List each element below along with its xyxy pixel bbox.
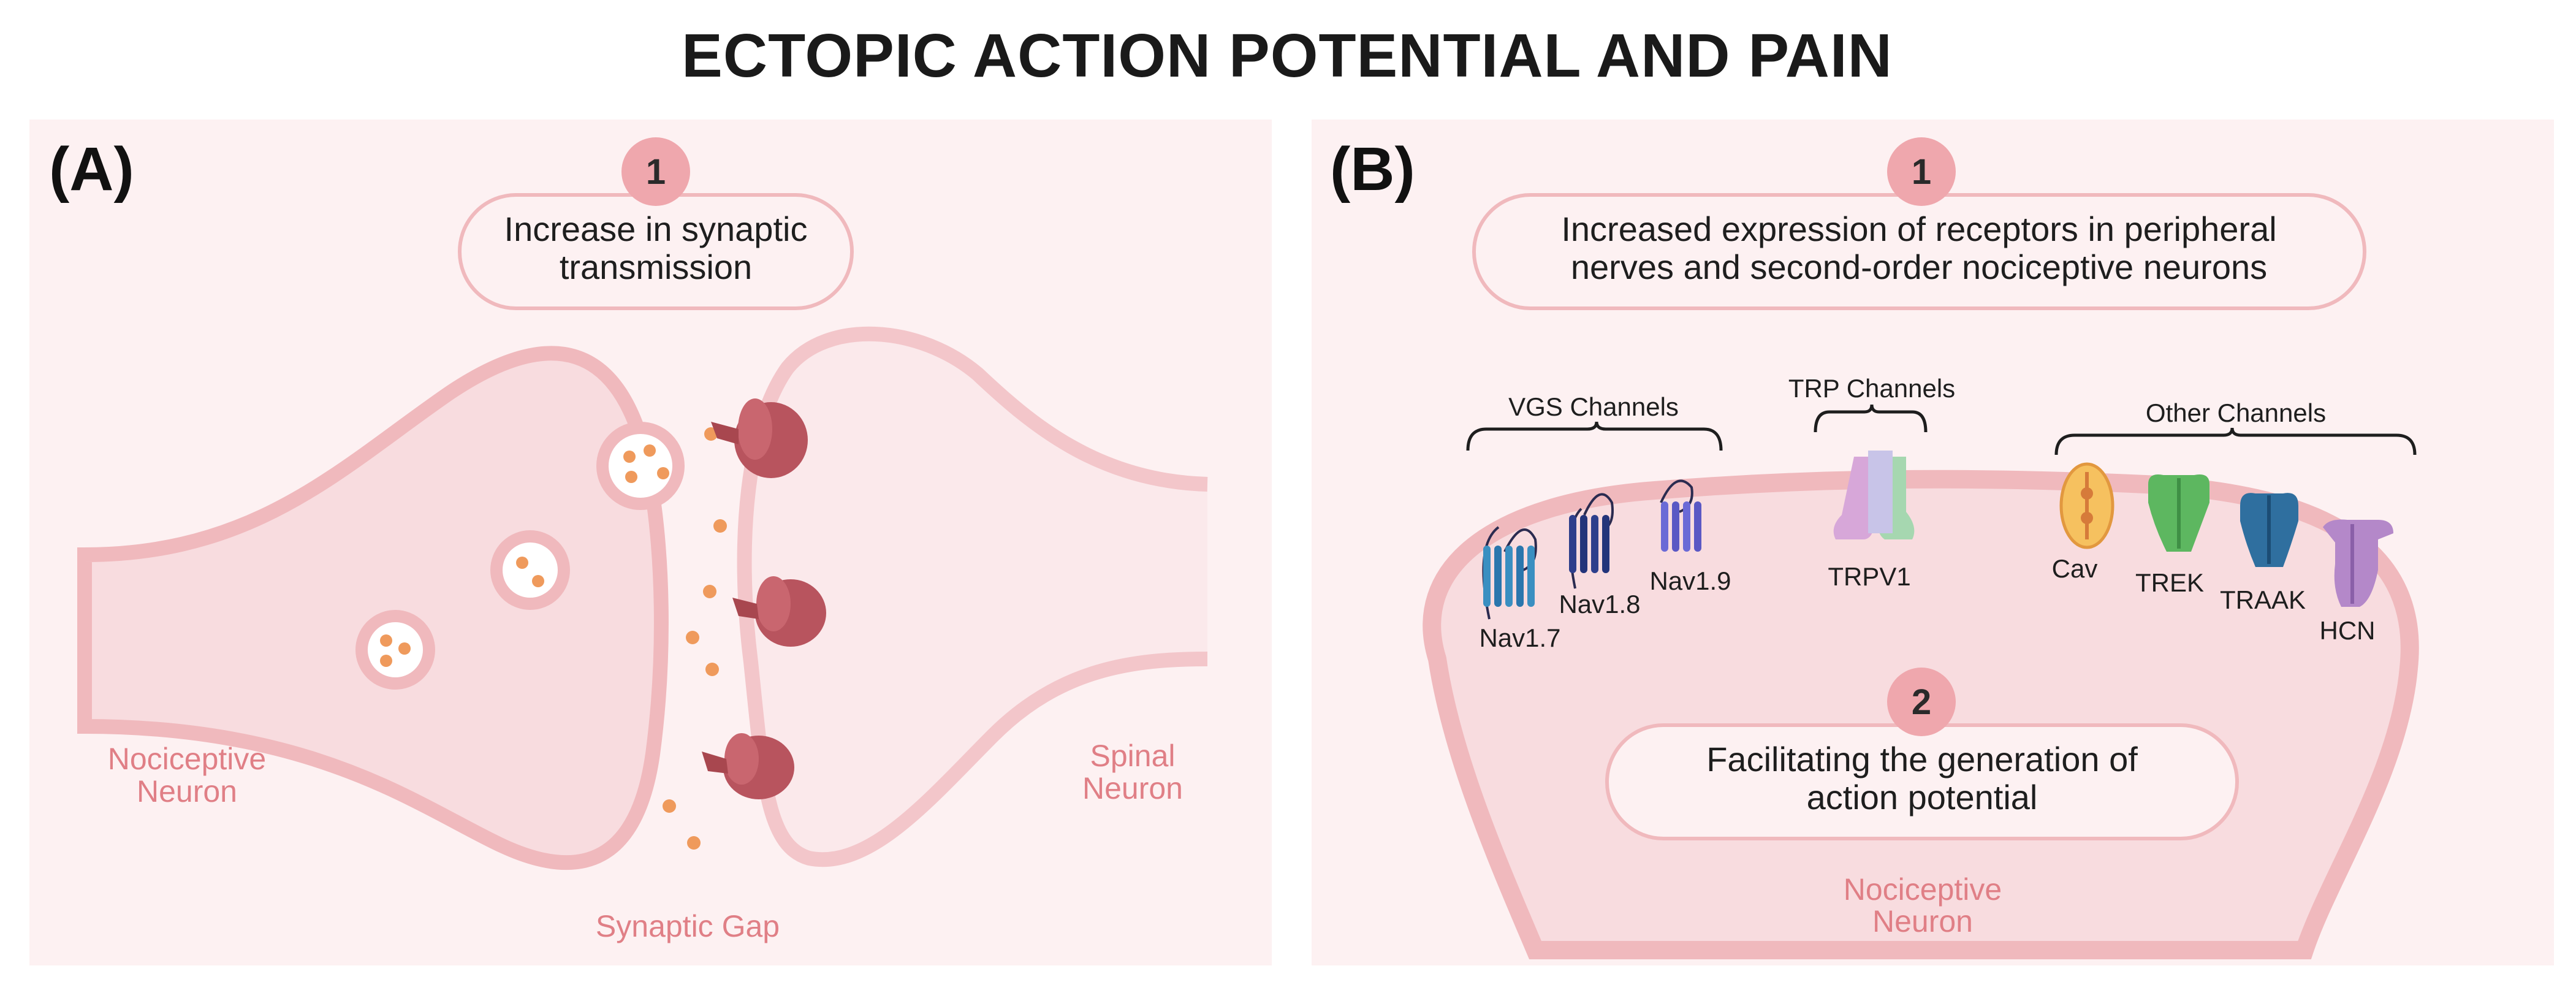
other-channels-label: Other Channels: [2146, 398, 2326, 427]
panel-b-label: (B): [1330, 135, 1415, 204]
step-1-number: 1: [646, 152, 666, 192]
presynaptic-neuron: [77, 346, 669, 870]
receptor: [702, 733, 794, 799]
trpv1-channel-icon: [1833, 451, 1915, 539]
cav-channel-icon: [2059, 462, 2114, 549]
step-2-text-line2: action potential: [1807, 778, 2038, 816]
trpv1-label: TRPV1: [1828, 562, 1910, 591]
traak-label: TRAAK: [2220, 585, 2306, 614]
nav17-label: Nav1.7: [1479, 623, 1560, 652]
synaptic-vesicle: [490, 530, 570, 610]
synaptic-vesicle: [355, 610, 435, 690]
neurotransmitters: [663, 427, 727, 850]
vgs-bracket: [1466, 421, 1723, 451]
step-2-number: 2: [1912, 682, 1931, 722]
receptor: [732, 576, 826, 647]
docking-vesicle: [596, 422, 685, 510]
step-2-badge: [1887, 668, 1956, 736]
step-1-text-line1: Increased expression of receptors in per…: [1561, 210, 2276, 248]
panel-a-label: (A): [49, 135, 134, 204]
nociceptive-neuron-label-line2: Neuron: [1872, 904, 1973, 938]
spinal-neuron-label-line1: Spinal: [1090, 739, 1176, 773]
nav19-label: Nav1.9: [1649, 566, 1731, 595]
step-1-text-line1: Increase in synaptic: [504, 210, 808, 248]
vgs-channels-label: VGS Channels: [1508, 392, 1679, 421]
postsynaptic-neuron: [737, 326, 1208, 867]
nav17-channel-icon: [1482, 526, 1537, 620]
nociceptive-neuron-label-line1: Nociceptive: [1844, 872, 2002, 907]
panel-a: (A): [29, 120, 1272, 965]
figure-title: ECTOPIC ACTION POTENTIAL AND PAIN: [682, 21, 1893, 90]
synaptic-gap-label: Synaptic Gap: [596, 909, 780, 943]
nav18-channel-icon: [1569, 493, 1614, 589]
step-1-text-line2: transmission: [560, 248, 752, 286]
traak-channel-icon: [2240, 493, 2298, 567]
other-bracket: [2054, 427, 2417, 455]
trp-bracket: [1814, 404, 1928, 433]
trp-channels-label: TRP Channels: [1788, 374, 1955, 403]
hcn-label: HCN: [2320, 616, 2376, 645]
step-1-text-line2: nerves and second-order nociceptive neur…: [1571, 248, 2267, 286]
nociceptive-neuron-label-line1: Nociceptive: [108, 742, 266, 776]
trek-label: TREK: [2135, 568, 2204, 597]
spinal-neuron-label-line2: Neuron: [1082, 771, 1183, 805]
step-1-badge: [621, 137, 690, 206]
nav18-label: Nav1.8: [1559, 590, 1640, 619]
hcn-channel-icon: [2323, 519, 2393, 607]
receptor: [711, 398, 808, 478]
step-1-badge: [1887, 137, 1956, 206]
cav-label: Cav: [2052, 554, 2098, 583]
trek-channel-icon: [2148, 474, 2209, 552]
step-1-number: 1: [1912, 152, 1931, 192]
panel-b: (B) 1 Increased expression of receptors …: [1312, 120, 2554, 965]
nav19-channel-icon: [1660, 479, 1701, 552]
step-2-text-line1: Facilitating the generation of: [1706, 740, 2138, 778]
nociceptive-neuron-label-line2: Neuron: [137, 774, 237, 809]
